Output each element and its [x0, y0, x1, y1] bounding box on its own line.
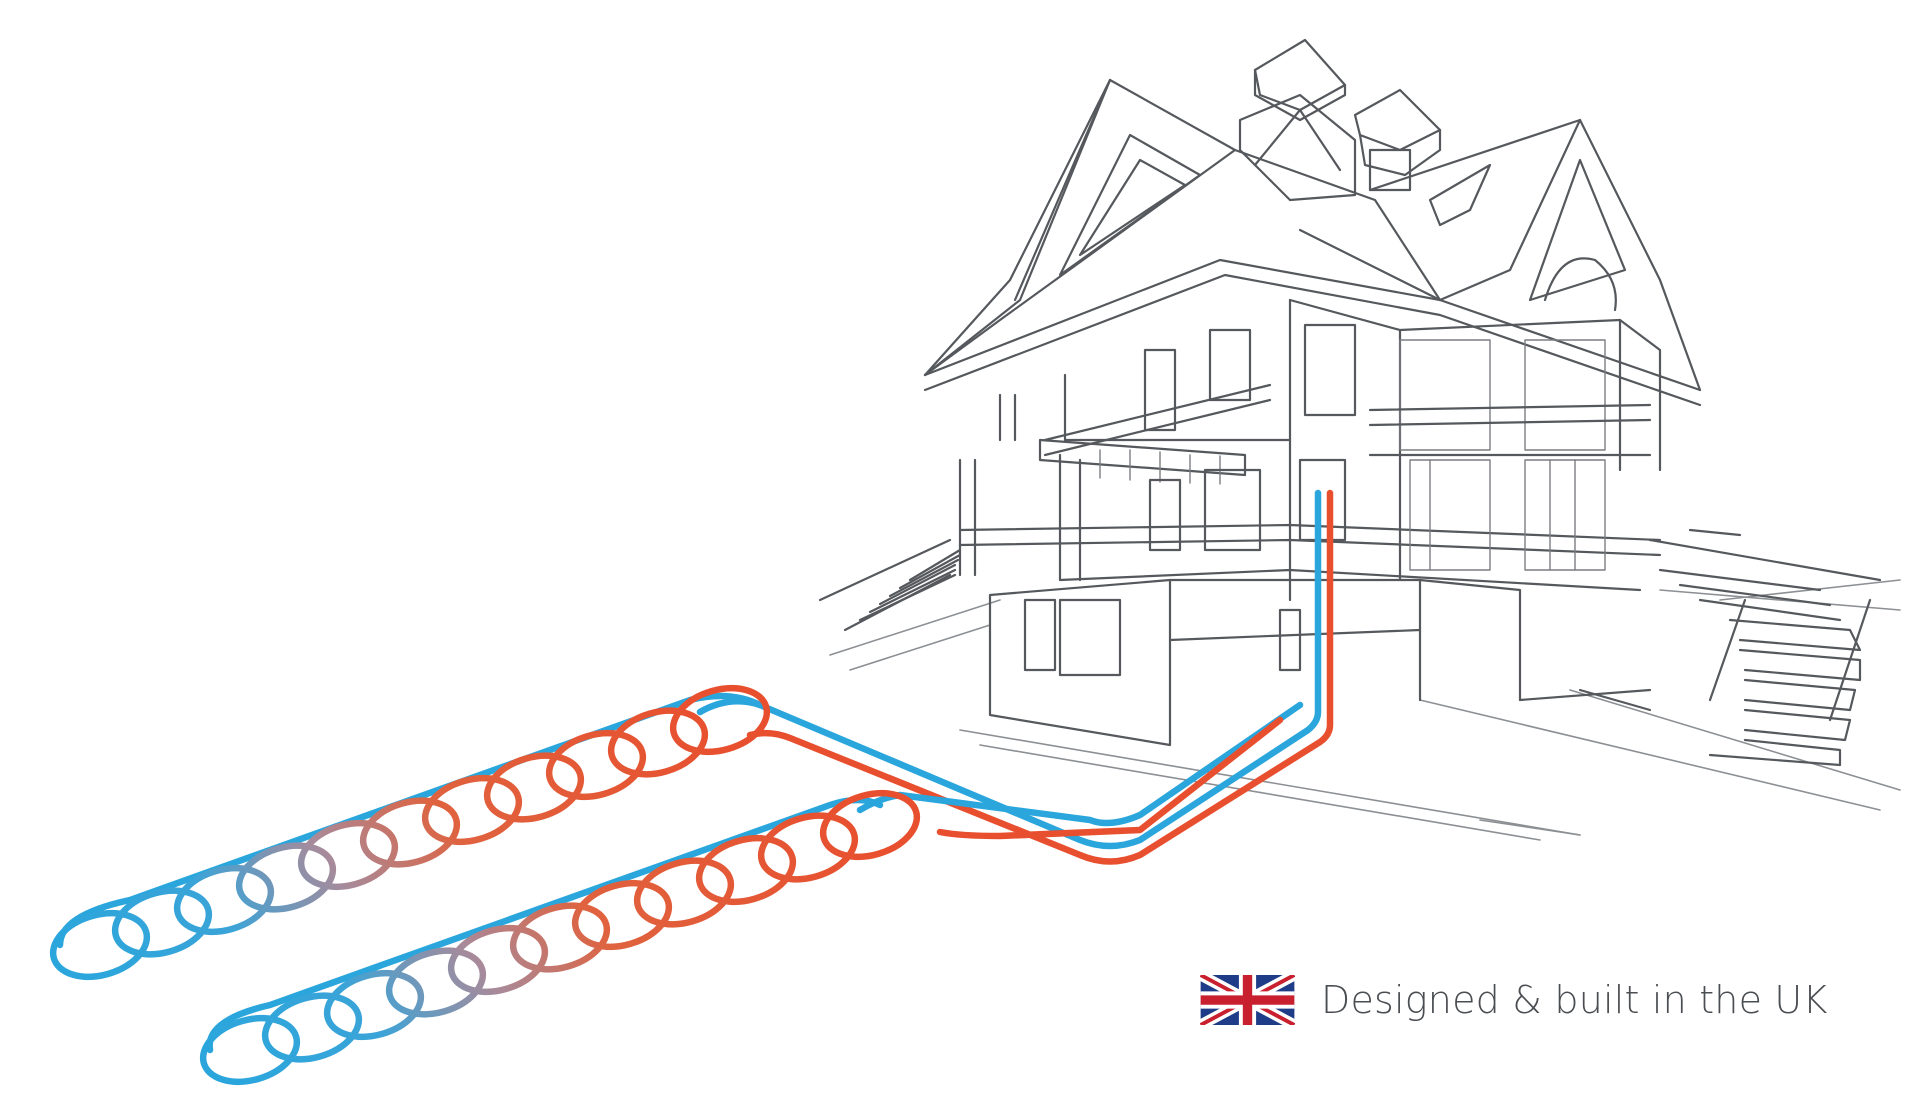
coil-loop	[421, 775, 523, 845]
coil-loop	[695, 835, 797, 905]
uk-flag-icon	[1200, 975, 1295, 1025]
coil-loop	[297, 820, 399, 890]
coil-loop	[545, 730, 647, 800]
roof-dormers	[1238, 38, 1442, 202]
terrain-lines	[829, 579, 1901, 841]
cold-riser-pipe	[696, 489, 1322, 850]
warm-riser-pipe	[746, 489, 1334, 865]
left-stairs	[818, 538, 962, 632]
coil-loop	[359, 797, 461, 868]
coil-loop	[323, 970, 425, 1040]
cold-return-pipe	[856, 701, 1304, 827]
lower-ground-loop	[199, 790, 921, 1085]
coil-loop	[607, 707, 709, 778]
coil-loop	[819, 790, 921, 860]
coil-loop	[757, 812, 859, 883]
pergola	[958, 393, 1247, 582]
coil-loop	[633, 857, 735, 928]
right-stairs	[1648, 528, 1882, 767]
made-in-uk-badge: Designed & built in the UK	[1200, 975, 1828, 1025]
house-line-drawing	[818, 38, 1901, 841]
badge-text: Designed & built in the UK	[1321, 978, 1828, 1022]
upper-loop-top-edge	[56, 692, 764, 949]
coil-loop	[173, 865, 275, 935]
coil-loop	[261, 992, 363, 1063]
coil-loop	[199, 1015, 301, 1085]
coil-loop	[571, 880, 673, 950]
upper-floor	[1043, 298, 1662, 472]
coil-loop	[669, 685, 771, 755]
coil-loop	[385, 947, 487, 1018]
coil-loop	[483, 752, 585, 823]
main-roof	[923, 78, 1702, 407]
ground-floor	[958, 438, 1662, 602]
coil-loop	[447, 925, 549, 995]
basement	[988, 578, 1652, 747]
coil-loop	[235, 842, 337, 913]
coil-loop	[111, 887, 213, 958]
warm-return-pipe	[936, 716, 1284, 840]
coil-loop	[49, 910, 151, 980]
upper-ground-loop	[49, 685, 771, 980]
coil-loop	[509, 902, 611, 973]
